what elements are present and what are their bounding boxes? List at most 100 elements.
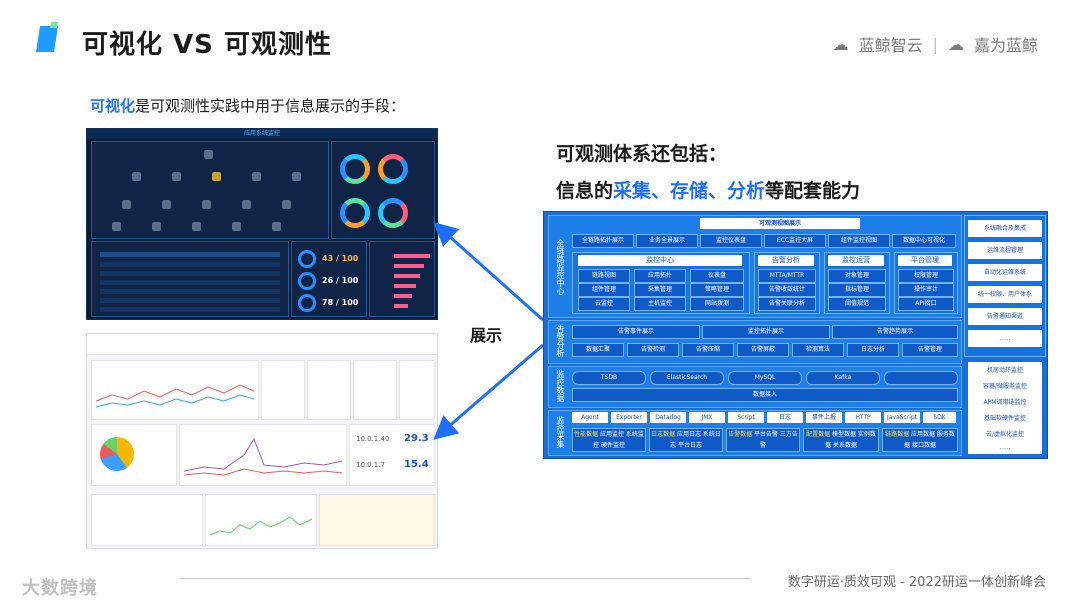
group-name: 配置数据 (806, 431, 831, 438)
module-item: 指标管理 (828, 283, 886, 297)
collect-group: 配置数据 模型数据 实例数据 关系数据 (803, 428, 879, 452)
module-item: 组件管理 (578, 283, 630, 297)
topology-node (212, 172, 221, 181)
scope-item: APM调用链监控 (968, 394, 1042, 411)
module-item: 云监控 (578, 297, 630, 311)
module-title: 告警分析 (758, 255, 814, 266)
view-item: 组件监控视图 (828, 234, 890, 248)
donut-panel (331, 141, 435, 239)
traffic-panel (179, 424, 347, 486)
stat-panel: 10.0.1.40 29.3 10.0.1.7 15.4 (349, 424, 435, 486)
group-items: 模型数据 实例数据 关系数据 (825, 431, 876, 449)
subtitle-highlight: 采集、存储、分析 (613, 180, 766, 202)
table-row (100, 289, 280, 294)
grafana-dashboard-screenshot: 10.0.1.40 29.3 10.0.1.7 15.4 (86, 333, 438, 549)
bar (394, 294, 412, 298)
collector: Datadog (650, 412, 686, 423)
collector: Script (728, 412, 764, 423)
subtitle-highlight: 可视化 (90, 97, 136, 115)
cloud-logo-icon: ☁ (832, 34, 849, 54)
bar (394, 304, 408, 308)
gauge-panel (261, 360, 305, 420)
module-item: 采集管理 (634, 283, 686, 297)
integration-item: 运维流程管理 (968, 242, 1042, 259)
observability-subtitle: 信息的采集、存储、分析等配套能力 (556, 176, 860, 203)
group-items: 应用监控 系统监控 硬件监控 (593, 431, 644, 449)
topology-node (112, 222, 121, 231)
topology-node (172, 172, 181, 181)
collector: SDK (923, 412, 956, 423)
module-item: 权限管理 (898, 269, 954, 283)
bar-panel (369, 241, 435, 317)
gauge-ring (298, 250, 316, 268)
stat-value-1: 29.3 (404, 433, 429, 444)
topology-node (282, 200, 291, 209)
brand-logo-a: 蓝鲸智云 (858, 36, 923, 55)
table-row (100, 307, 280, 312)
gauge-ring (298, 272, 316, 290)
pie-panel (91, 424, 177, 486)
footer-divider (180, 578, 750, 579)
topology-node (132, 172, 141, 181)
gauge-value: 26 / 100 (322, 276, 359, 285)
subtitle-suffix: 等配套能力 (765, 180, 861, 202)
module-item: 告警关联分析 (758, 297, 816, 311)
subtitle: 可视化是可观测性实践中用于信息展示的手段： (90, 95, 405, 116)
alarm-item: 数据汇聚 (572, 343, 624, 357)
topology-node (202, 200, 211, 209)
gauge-panel: 43 / 100 26 / 100 78 / 100 (291, 241, 367, 317)
stat-value-2: 15.4 (404, 459, 429, 470)
gauge-panel (307, 360, 351, 420)
table-row (100, 298, 280, 303)
collector: JavaScript (884, 412, 920, 423)
group-items: 平台告警 三方告警 (754, 431, 798, 449)
integration-item: 系统融合及集成 (968, 220, 1042, 237)
table-header (100, 252, 280, 257)
alarm-item: 日志分析 (847, 343, 899, 357)
bottom-panel-3 (319, 494, 435, 546)
brand-separator: | (932, 34, 938, 54)
module-title: 监控中心 (578, 255, 742, 266)
collector: JMX (689, 412, 725, 423)
storage-item: Kafka (806, 371, 880, 385)
scope-item: 云/虚拟化监控 (968, 426, 1042, 443)
donut-chart (340, 154, 370, 184)
gauge-ring (298, 294, 316, 312)
scope-item: 机房动环监控 (968, 362, 1042, 379)
gauge-value: 43 / 100 (322, 254, 359, 263)
module-title: 监控运营 (828, 255, 884, 266)
collect-group: 链路数据 应用数据 服务数据 接口数据 (882, 428, 958, 452)
brand-logos: ☁ 蓝鲸智云 | ☁ 嘉为蓝鲸 (833, 32, 1038, 56)
alarm-item: 监控拓扑展示 (702, 325, 830, 339)
stat-host-1: 10.0.1.40 (356, 435, 390, 443)
table-panel (91, 241, 289, 317)
bottom-chart (209, 516, 313, 536)
module-item: 操作审计 (898, 283, 954, 297)
module-item: 策略管理 (690, 283, 744, 297)
timeseries-chart (95, 384, 255, 408)
bar (394, 274, 420, 278)
module-item: 对象管理 (828, 269, 886, 283)
topology-node (232, 222, 241, 231)
architecture-diagram: 全链路监控中心 可观测视图展示 全链路拓扑展示 业务全景展示 监控仪表盘 ECC… (543, 211, 1048, 459)
collector: 日志 (767, 412, 803, 423)
collect-group: 告警数据 平台告警 三方告警 (726, 428, 800, 452)
side-label: 监控数据 (556, 370, 565, 402)
group-items: 应用数据 服务数据 接口数据 (904, 431, 955, 449)
gauge-value: 78 / 100 (322, 298, 359, 307)
module-item: 应用拓扑 (634, 269, 686, 283)
alarm-item: 告警压缩 (682, 343, 734, 357)
subtitle-text: 是可观测性实践中用于信息展示的手段： (135, 97, 406, 115)
collector: Exporter (611, 412, 647, 423)
collect-group: 性能数据 应用监控 系统监控 硬件监控 (572, 428, 646, 452)
view-item: 监控仪表盘 (700, 234, 762, 248)
topology-node (292, 172, 301, 181)
arrow-up-icon (433, 222, 544, 322)
integration-item: 告警通知渠道 (968, 308, 1042, 325)
grafana-toolbar (87, 334, 437, 355)
monitoring-dashboard-screenshot: 应用系统监控 43 / 100 26 / 100 78 / 10 (86, 128, 438, 320)
view-title: 可观测视图展示 (700, 218, 860, 229)
title-logo-icon (36, 22, 58, 52)
stat-host-2: 10.0.1.7 (356, 461, 385, 469)
page-title: 可视化 VS 可观测性 (82, 30, 332, 60)
